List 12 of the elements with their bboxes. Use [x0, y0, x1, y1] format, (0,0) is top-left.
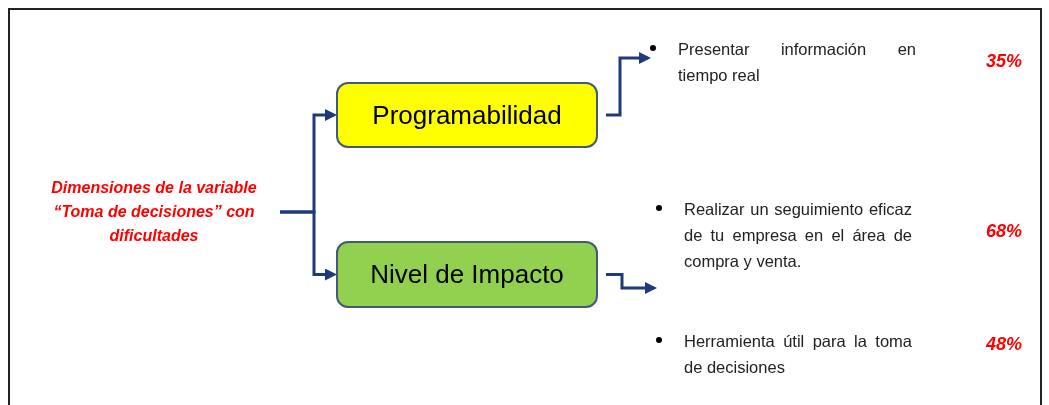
percentage-label: 35%	[986, 50, 1023, 73]
dimension-title: Dimensiones de la variable “Toma de decisiones” con dificultades	[36, 172, 272, 252]
bullet-text: Herramienta útil para la toma de decisiones	[684, 331, 912, 378]
percentage-label: 48%	[986, 333, 1023, 356]
dimension-box: Programabilidad	[336, 82, 598, 148]
arrow	[606, 273, 657, 294]
bullet-text: Realizar un seguimiento eficaz de tu empresa en el área de compra y venta.	[684, 199, 912, 272]
percentage-label: 68%	[986, 220, 1023, 243]
arrow	[606, 52, 651, 117]
arrow	[280, 210, 337, 281]
dimension-box: Nivel de Impacto	[336, 241, 598, 308]
bullet-text: Presentar información en tiempo real	[678, 39, 916, 86]
